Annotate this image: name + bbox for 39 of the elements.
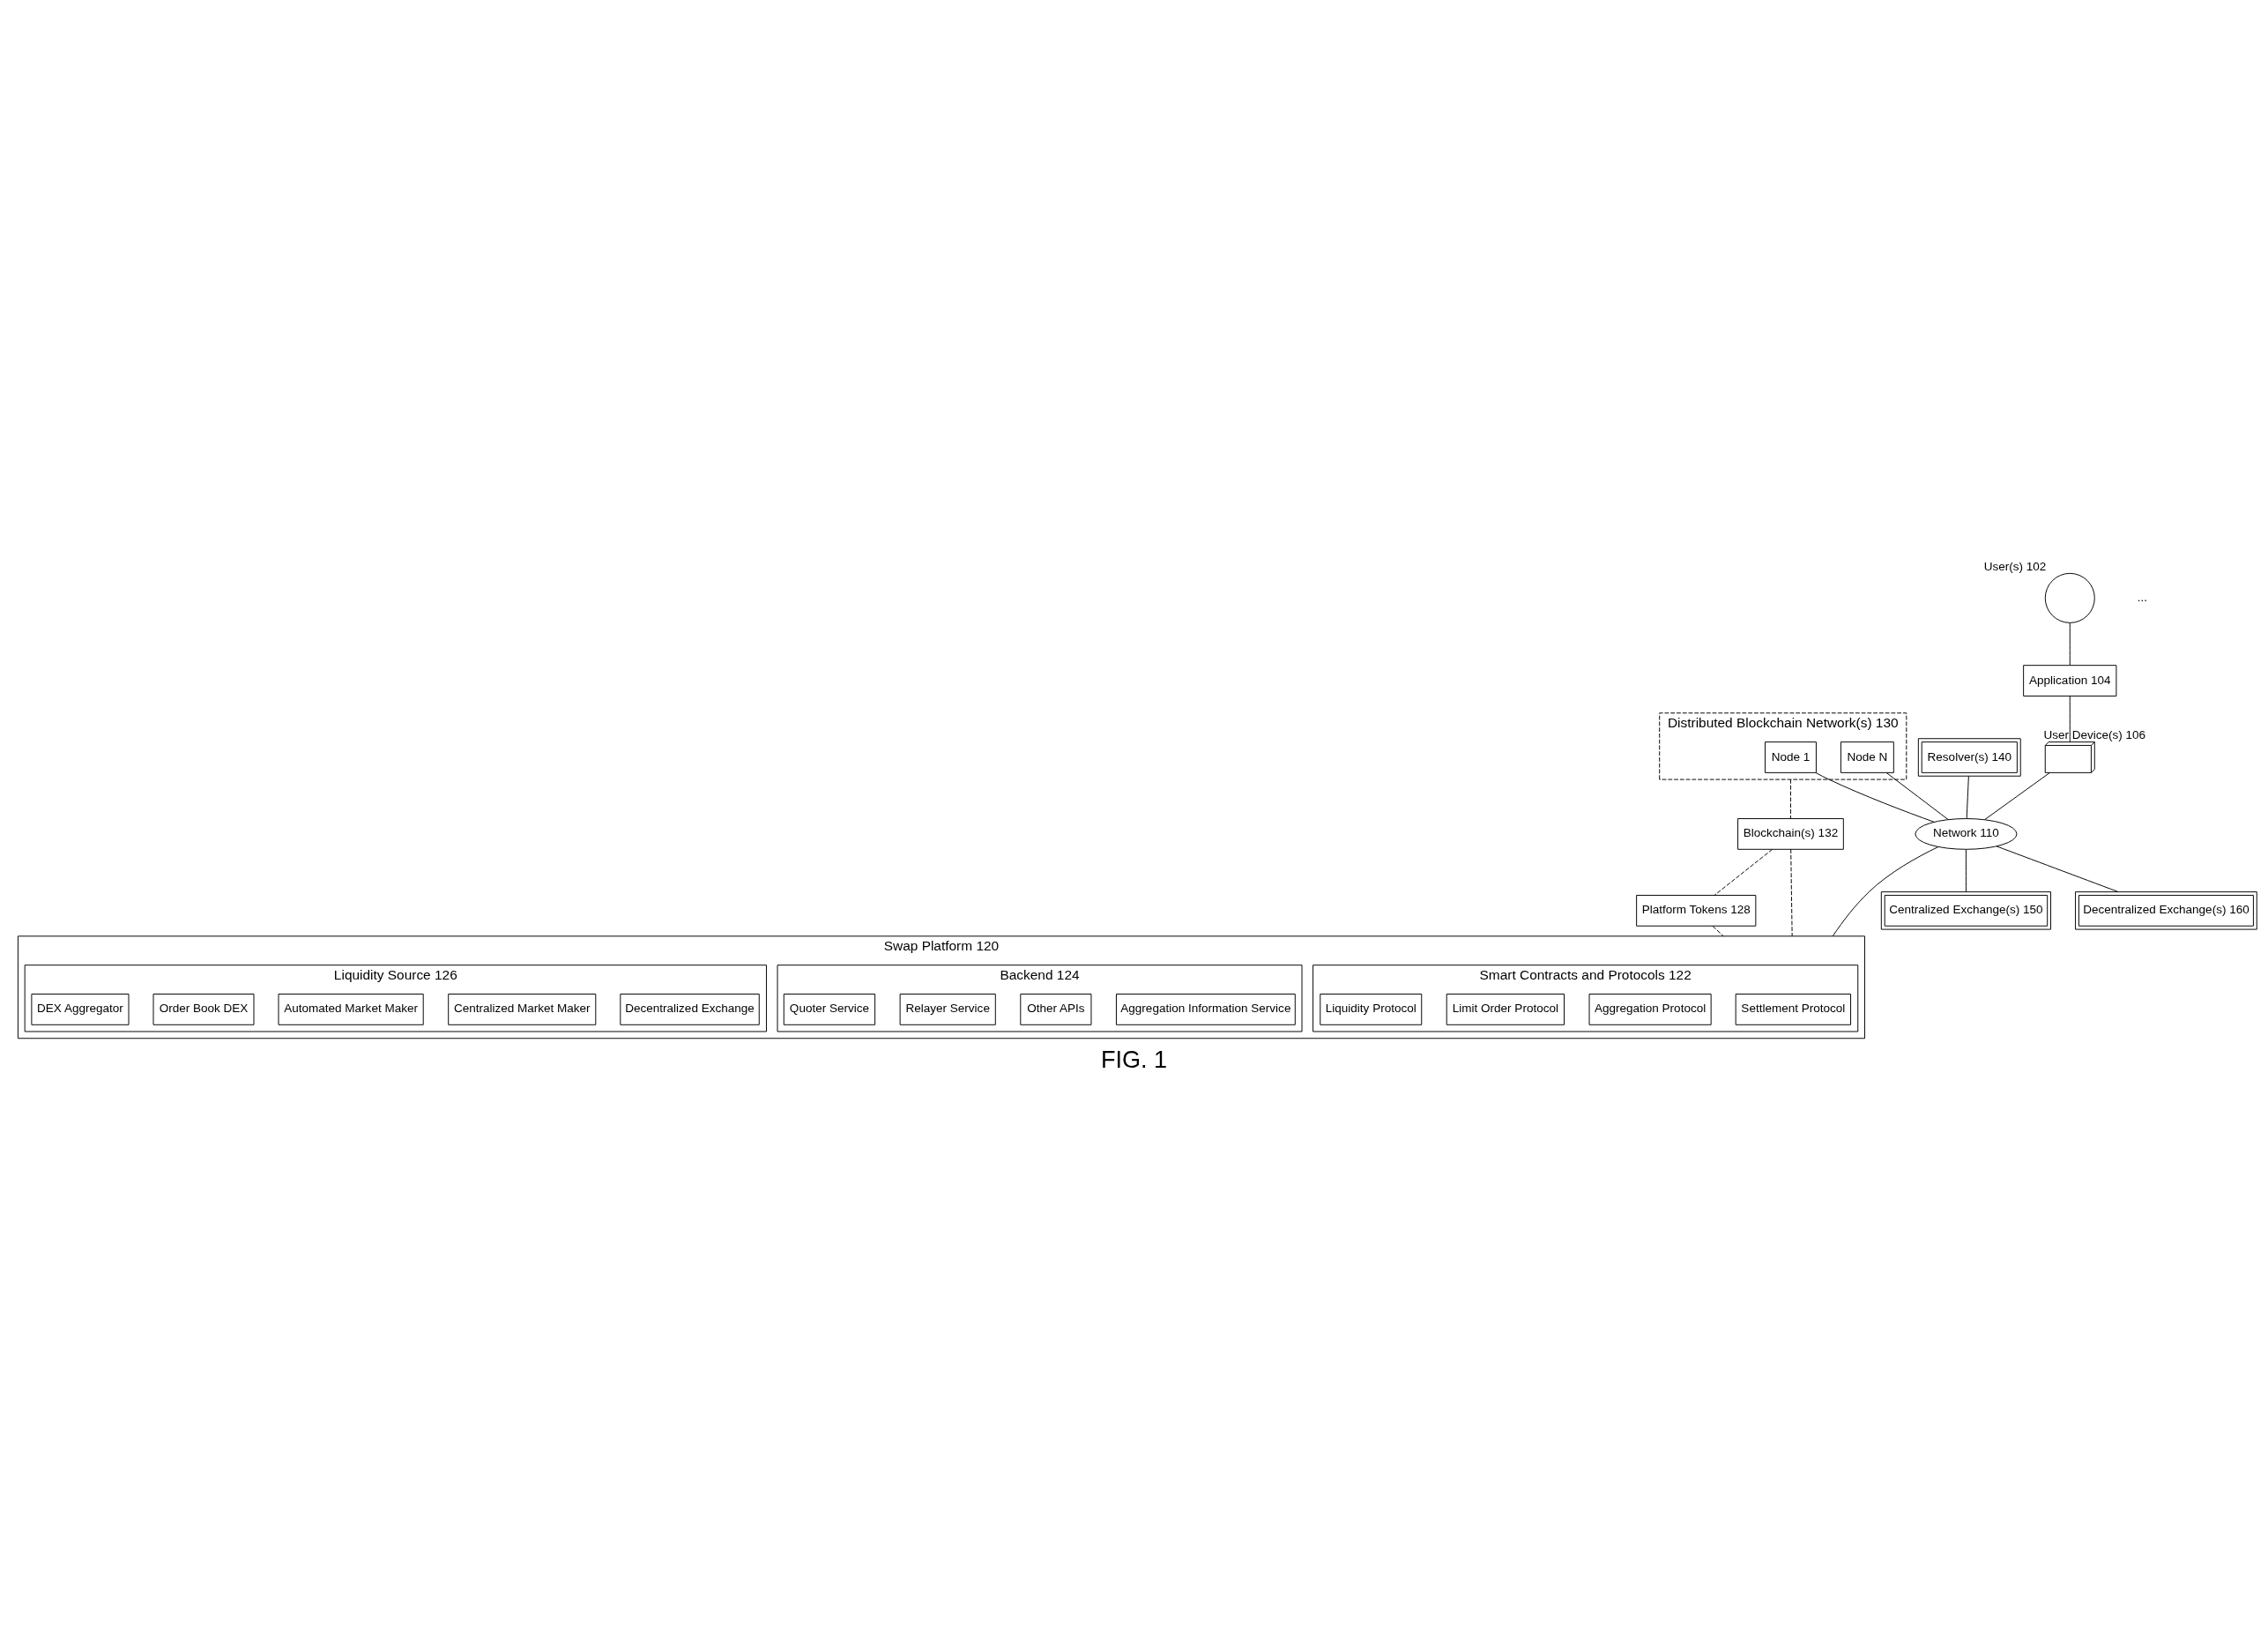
connector (1832, 846, 1939, 937)
connector (1885, 772, 1949, 821)
caption: FIG. 1 (1100, 1046, 1168, 1073)
connector (2069, 696, 2071, 743)
connector (1965, 849, 1967, 892)
connector (1996, 846, 2119, 892)
node-box: Blockchain(s) 132 (1737, 818, 1844, 850)
node-box: Settlement Protocol (1735, 994, 1852, 1025)
node-box: Relayer Service (899, 994, 996, 1025)
node-box: DEX Aggregator (31, 994, 130, 1025)
node-box: Liquidity Protocol (1320, 994, 1423, 1025)
node-ellipse: Network 110 (1915, 818, 2018, 850)
node-box: Node 1 (1765, 741, 1817, 773)
connector (1714, 849, 1773, 896)
node-box: Centralized Exchange(s) 150 (1880, 891, 2052, 930)
node-box: Limit Order Protocol (1446, 994, 1565, 1025)
connector (1966, 776, 1969, 819)
connector (2069, 622, 2071, 666)
node-box: Quoter Service (783, 994, 876, 1025)
node-box: Node N (1840, 741, 1894, 773)
connector (1790, 848, 1793, 937)
node-box: Automated Market Maker (278, 994, 424, 1025)
node-person (2044, 572, 2095, 623)
label: ... (2137, 590, 2148, 604)
connector (1984, 772, 2050, 821)
node-box: Other APIs (1020, 994, 1092, 1025)
node-box: Centralized Market Maker (448, 994, 597, 1025)
node-box: Aggregation Information Service (1115, 994, 1296, 1025)
node-label: User(s) 102 (1983, 559, 2047, 573)
node-label: User Device(s) 106 (2043, 727, 2146, 741)
connector (1789, 779, 1791, 819)
node-box: Aggregation Protocol (1588, 994, 1712, 1025)
node-box: Order Book DEX (152, 994, 255, 1025)
node-box: Application 104 (2023, 665, 2117, 697)
node-box: Resolver(s) 140 (1917, 738, 2021, 777)
connector (1712, 926, 1724, 937)
connector (1815, 772, 1935, 823)
node-box: Platform Tokens 128 (1636, 895, 1757, 927)
node-box: Decentralized Exchange (620, 994, 760, 1025)
